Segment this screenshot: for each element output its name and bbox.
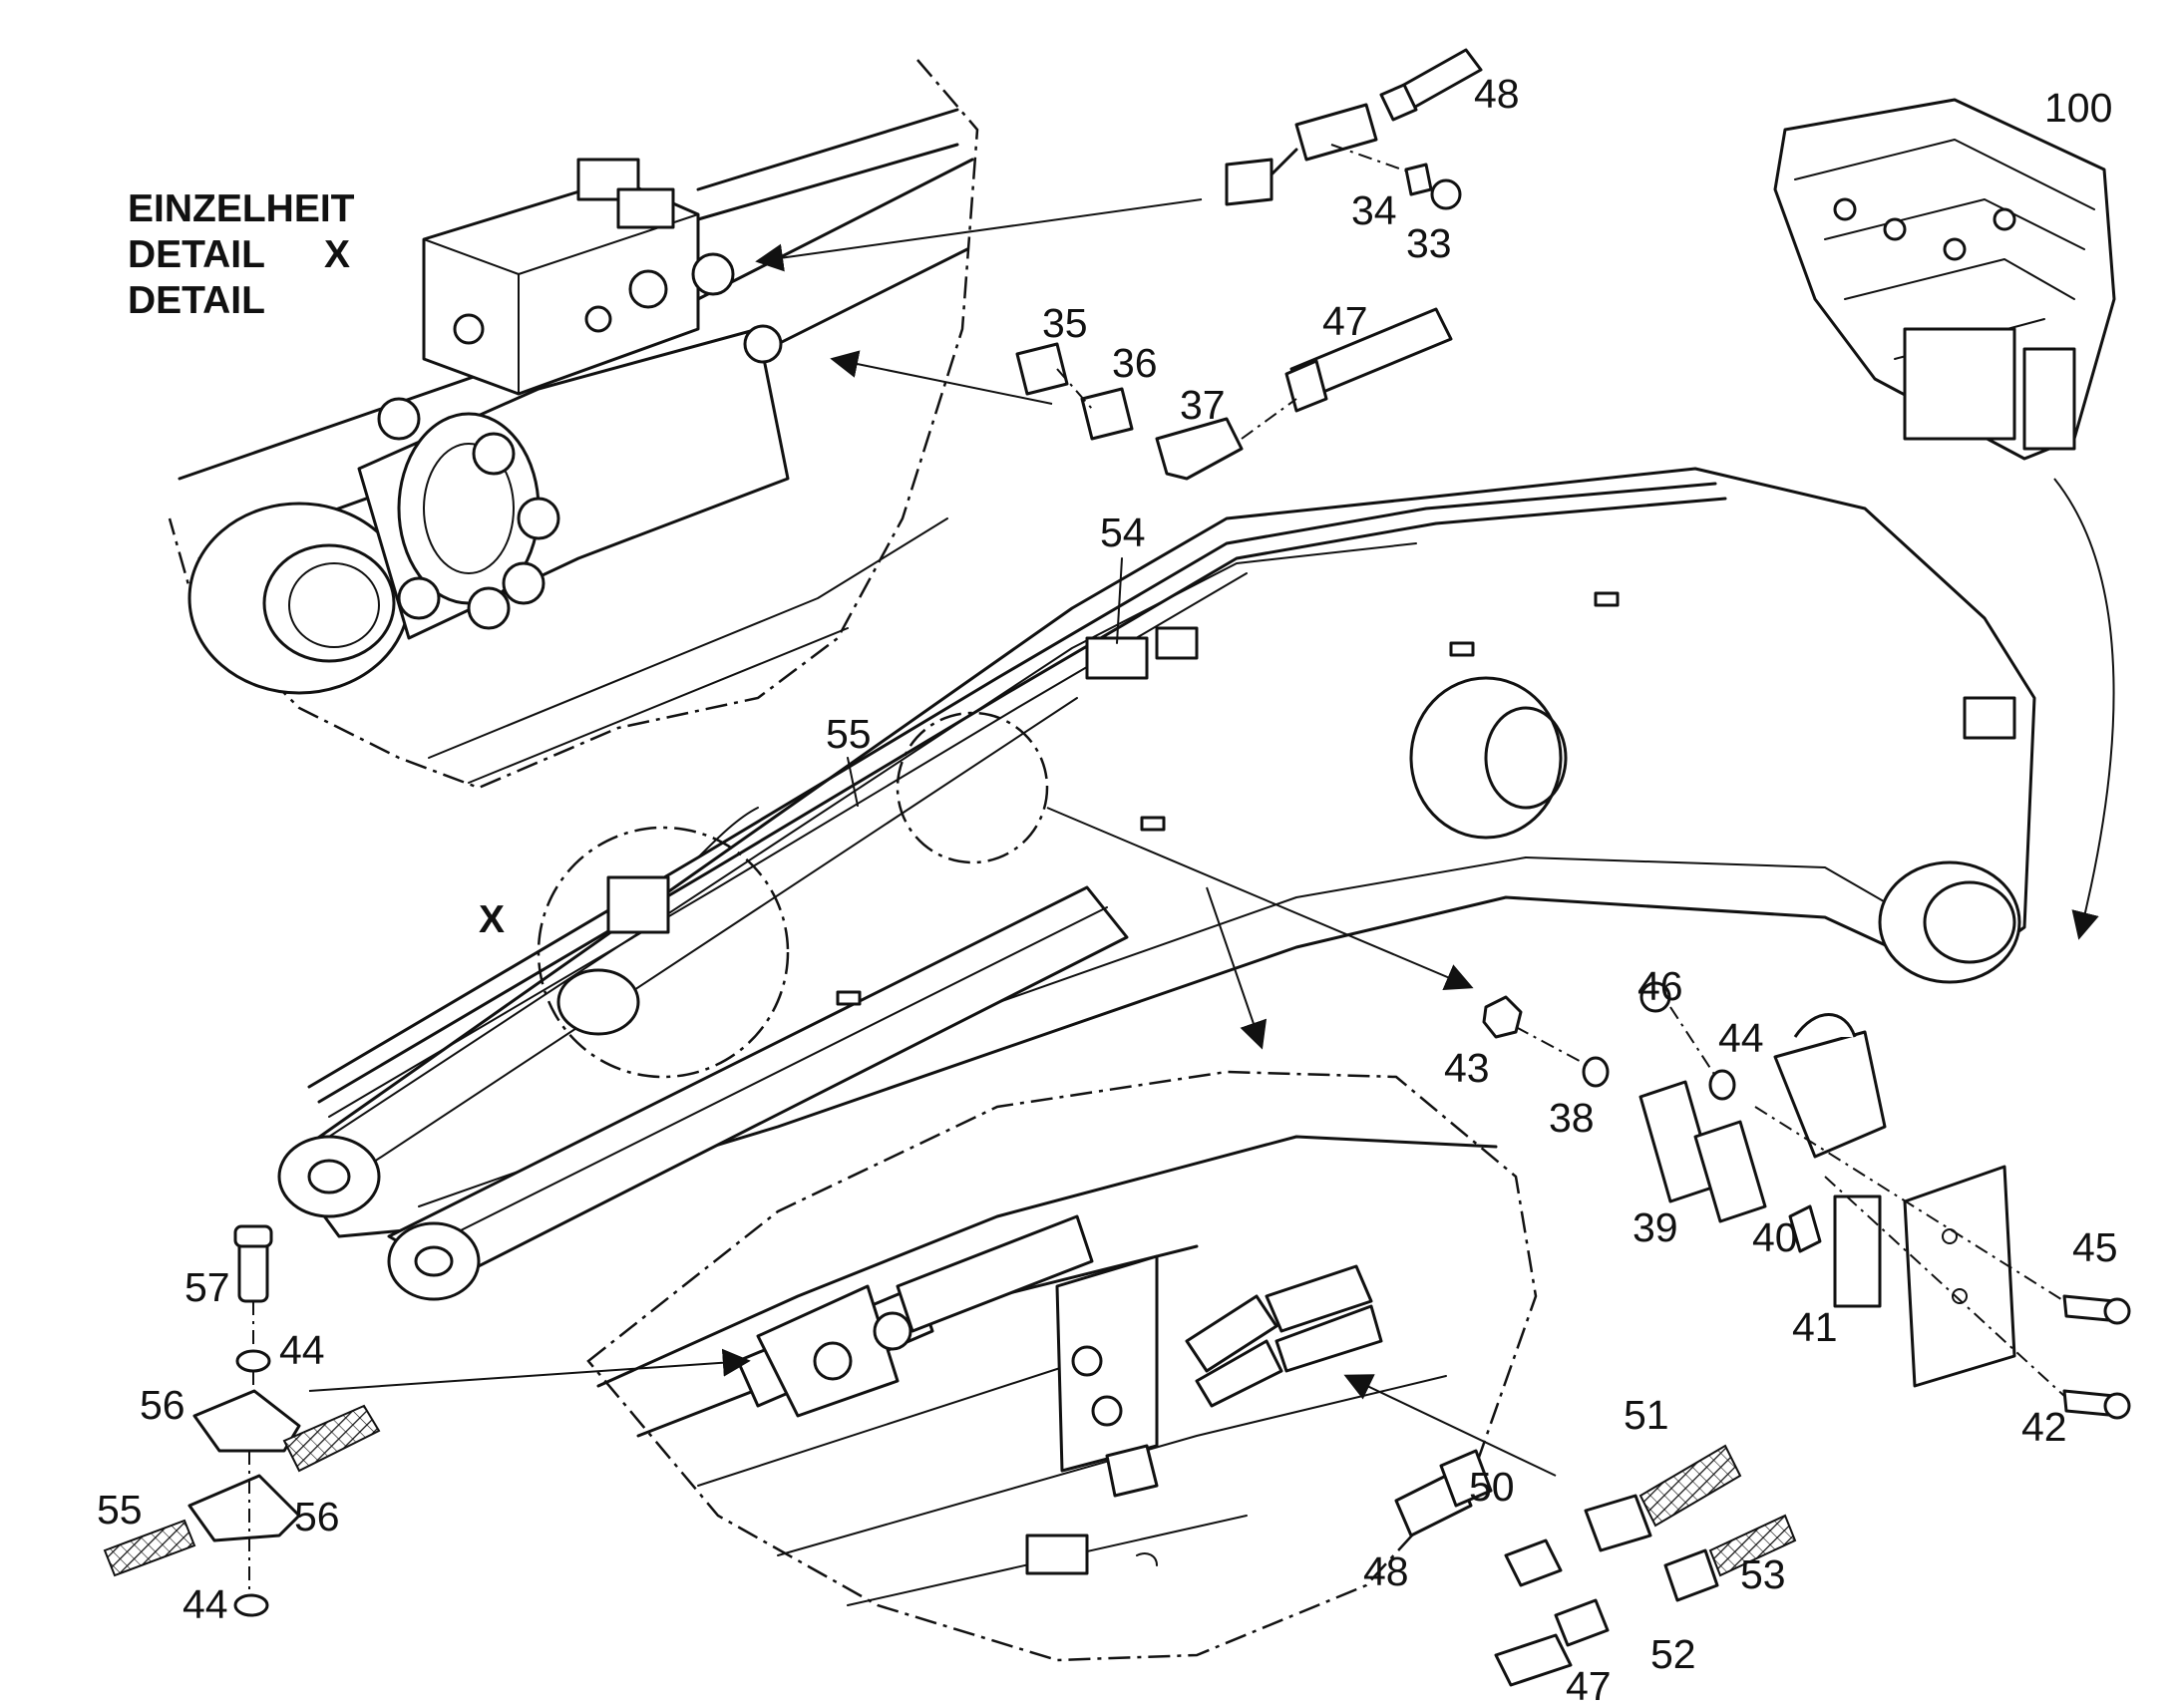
arm-eye bbox=[387, 1221, 481, 1301]
arrow-clamp-to-exploded bbox=[1046, 807, 1474, 991]
part-label-35: 35 bbox=[1042, 300, 1088, 346]
detail-heading-line1: EINZELHEIT bbox=[128, 187, 355, 230]
nut-46 bbox=[1639, 981, 1671, 1013]
part-label-50: 50 bbox=[1469, 1464, 1515, 1510]
detail-x-view bbox=[168, 59, 979, 790]
flange-bolts bbox=[377, 397, 560, 630]
part-label-57: 57 bbox=[184, 1264, 230, 1310]
part-label-39: 39 bbox=[1633, 1204, 1678, 1250]
part-label-55-main: 55 bbox=[826, 711, 872, 757]
adapter-35 bbox=[1015, 342, 1069, 396]
hose-53 bbox=[1708, 1514, 1797, 1577]
part-label-44-right: 44 bbox=[1718, 1015, 1764, 1061]
part-label-34: 34 bbox=[1351, 187, 1397, 233]
main-boom bbox=[277, 467, 2036, 1301]
fitting-group-top bbox=[1225, 48, 1483, 210]
part-label-43: 43 bbox=[1444, 1045, 1490, 1091]
bolt-34 bbox=[1404, 163, 1433, 196]
arrow-valve-to-boom bbox=[2053, 478, 2115, 940]
spacer-40 bbox=[1788, 1204, 1822, 1253]
part-label-47-top: 47 bbox=[1322, 298, 1368, 344]
part-label-55-clamp: 55 bbox=[97, 1487, 143, 1533]
detail-heading-line3: DETAIL bbox=[128, 279, 265, 322]
part-label-40: 40 bbox=[1752, 1214, 1798, 1260]
part-label-53: 53 bbox=[1740, 1551, 1786, 1597]
mount-plate bbox=[1903, 1165, 2016, 1388]
part-label-36: 36 bbox=[1112, 340, 1158, 386]
part-label-37: 37 bbox=[1180, 382, 1226, 428]
clamp-56-top bbox=[192, 1389, 301, 1453]
part-label-42: 42 bbox=[2021, 1404, 2067, 1450]
arrow-clamp-to-enlarged bbox=[308, 1348, 751, 1392]
fitting-group-middle bbox=[1015, 307, 1453, 481]
part-label-33: 33 bbox=[1406, 220, 1452, 266]
washer-44-bottom bbox=[233, 1593, 269, 1617]
clamp-body-top bbox=[1773, 1030, 1887, 1159]
nut-43 bbox=[1482, 995, 1523, 1039]
part-label-100: 100 bbox=[2044, 85, 2112, 131]
enlarged-bracket bbox=[1055, 1254, 1159, 1473]
detail-heading-ref: X bbox=[324, 233, 350, 276]
exploded-clamp-group bbox=[1482, 981, 2131, 1420]
hose-51 bbox=[1638, 1444, 1742, 1528]
part-label-44-clamp-bottom: 44 bbox=[182, 1581, 228, 1627]
part-label-46: 46 bbox=[1637, 963, 1683, 1009]
part-label-54: 54 bbox=[1100, 510, 1146, 555]
boom-foot-eye bbox=[277, 1135, 381, 1218]
nut-53 bbox=[1663, 1548, 1719, 1602]
adapter-36 bbox=[1080, 387, 1134, 441]
part-label-56-top: 56 bbox=[140, 1382, 185, 1428]
clamp-56-bottom bbox=[187, 1474, 301, 1542]
detail-circle-x bbox=[537, 826, 790, 1079]
detail-circle-clamp bbox=[896, 711, 1049, 864]
part-label-41: 41 bbox=[1792, 1304, 1838, 1350]
arrow-fitting-to-detail-upper bbox=[755, 198, 1203, 272]
part-label-48-top: 48 bbox=[1474, 71, 1520, 117]
part-label-56-bottom: 56 bbox=[294, 1494, 340, 1539]
part-label-52: 52 bbox=[1650, 1631, 1696, 1677]
part-label-44-clamp-top: 44 bbox=[279, 1327, 325, 1373]
part-label-38: 38 bbox=[1549, 1095, 1595, 1141]
tee-fitting bbox=[1294, 103, 1378, 162]
nut-51 bbox=[1584, 1494, 1652, 1552]
arrow-circle-to-enlarged bbox=[1206, 886, 1268, 1050]
clamp-half-39b bbox=[1693, 1120, 1767, 1223]
cylinder-eye bbox=[187, 502, 411, 695]
washer-44-top bbox=[235, 1349, 271, 1373]
callout-x: X bbox=[479, 898, 505, 941]
washer-38 bbox=[1582, 1056, 1610, 1088]
elbow-fitting bbox=[1225, 158, 1273, 206]
detail-heading-line2: DETAIL bbox=[128, 233, 265, 276]
left-clamp-assembly bbox=[103, 1224, 381, 1617]
enlarged-clamp-view bbox=[586, 1070, 1538, 1662]
control-valve-assembly-100 bbox=[1773, 98, 2116, 461]
elbow-37 bbox=[1155, 417, 1244, 481]
hose-55-upper bbox=[282, 1404, 381, 1473]
boom-tip-eye bbox=[1878, 860, 2021, 984]
arrow-fitting-to-detail-lower bbox=[830, 350, 1053, 405]
part-label-45: 45 bbox=[2072, 1224, 2118, 1270]
part-label-48-bottom: 48 bbox=[1363, 1548, 1409, 1594]
arrow-fittings-to-enlarged bbox=[1343, 1374, 1557, 1477]
adapter-50 bbox=[1504, 1538, 1563, 1587]
adapter-52 bbox=[1554, 1598, 1610, 1647]
washer-44-right bbox=[1708, 1069, 1736, 1101]
fitting-group-bottom bbox=[1394, 1444, 1797, 1687]
nut-33 bbox=[1430, 178, 1462, 210]
plate-41 bbox=[1833, 1195, 1882, 1308]
part-label-47-bottom: 47 bbox=[1566, 1663, 1612, 1708]
part-label-51: 51 bbox=[1624, 1392, 1669, 1438]
valve-block bbox=[422, 158, 783, 396]
hose-47-bottom bbox=[1494, 1633, 1573, 1687]
hose-55-lower bbox=[103, 1519, 196, 1577]
